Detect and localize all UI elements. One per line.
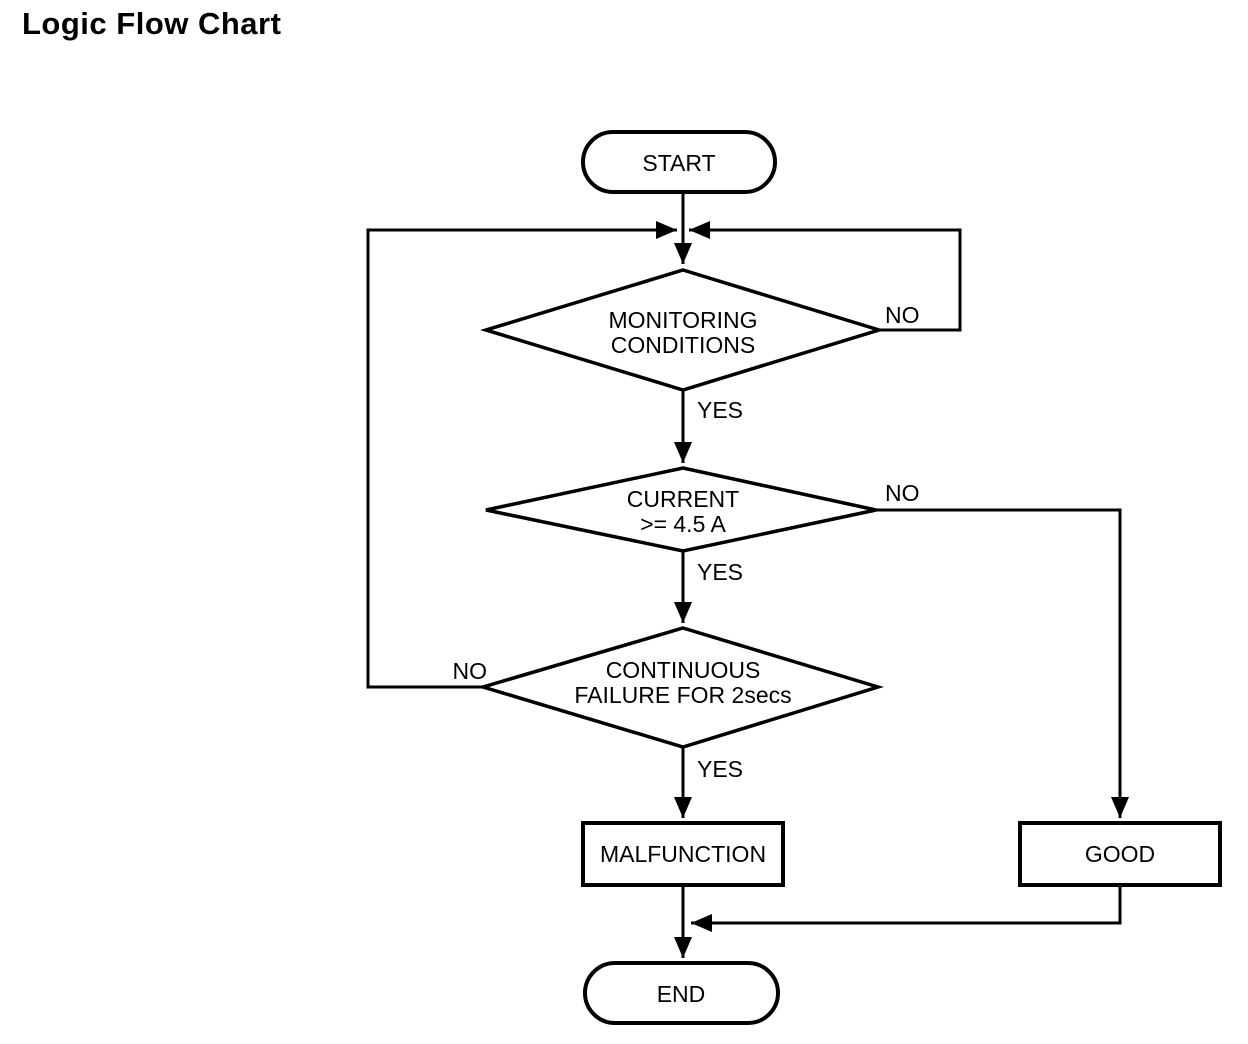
edge-good-to-join bbox=[691, 885, 1122, 932]
edge-current-no bbox=[876, 508, 1129, 818]
flowchart-edge-labels: NO YES NO YES NO YES bbox=[453, 302, 920, 782]
node-continuous-failure-shape bbox=[476, 626, 884, 749]
node-end-label: END bbox=[657, 981, 706, 1007]
page-title: Logic Flow Chart bbox=[22, 6, 282, 41]
edge-monitoring-no-loop bbox=[689, 221, 962, 332]
flowchart-edges bbox=[366, 192, 1129, 958]
node-start-shape bbox=[581, 130, 777, 194]
edge-label-monitoring-no: NO bbox=[885, 302, 920, 328]
node-monitoring-conditions: MONITORING CONDITIONS bbox=[479, 268, 885, 392]
node-good-label: GOOD bbox=[1085, 841, 1155, 867]
node-malfunction-label: MALFUNCTION bbox=[600, 841, 766, 867]
node-malfunction: MALFUNCTION bbox=[581, 821, 785, 887]
flowchart-nodes: START MONITORING CONDITIONS CURRENT >= 4… bbox=[476, 130, 1222, 1025]
node-continuous-failure: CONTINUOUS FAILURE FOR 2secs bbox=[476, 626, 884, 749]
edge-label-continuous-no: NO bbox=[453, 658, 488, 684]
node-end: END bbox=[583, 961, 780, 1025]
node-continuous-failure-line2: FAILURE FOR 2secs bbox=[574, 682, 791, 708]
node-monitoring-conditions-shape bbox=[479, 268, 885, 392]
node-start: START bbox=[581, 130, 777, 194]
node-end-shape bbox=[583, 961, 780, 1025]
node-continuous-failure-line1: CONTINUOUS bbox=[606, 657, 761, 683]
node-monitoring-conditions-line1: MONITORING bbox=[608, 307, 757, 333]
node-good: GOOD bbox=[1018, 821, 1222, 887]
node-start-label: START bbox=[642, 150, 715, 176]
node-good-shape bbox=[1018, 821, 1222, 887]
edge-label-current-yes: YES bbox=[697, 559, 743, 585]
node-malfunction-shape bbox=[581, 821, 785, 887]
node-current-threshold: CURRENT >= 4.5 A bbox=[485, 466, 877, 553]
node-monitoring-conditions-line2: CONDITIONS bbox=[611, 332, 755, 358]
edge-continuous-no-loop bbox=[366, 221, 677, 689]
edge-label-continuous-yes: YES bbox=[697, 756, 743, 782]
node-current-threshold-shape bbox=[485, 466, 877, 553]
node-current-threshold-line1: CURRENT bbox=[627, 486, 739, 512]
edge-label-current-no: NO bbox=[885, 480, 920, 506]
node-current-threshold-line2: >= 4.5 A bbox=[640, 511, 726, 537]
edge-label-monitoring-yes: YES bbox=[697, 397, 743, 423]
